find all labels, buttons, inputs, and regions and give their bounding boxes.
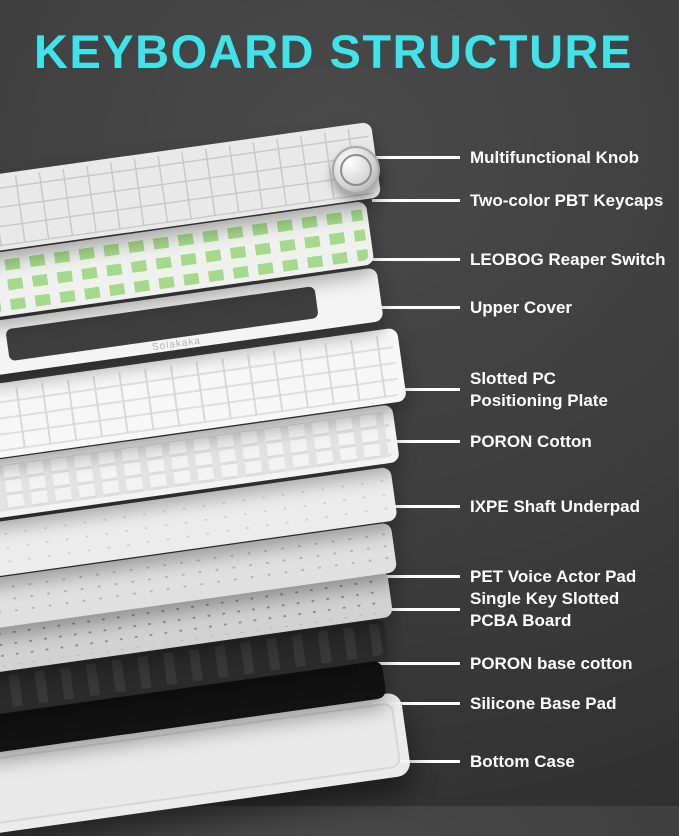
callout-label: PORON Cotton — [470, 432, 592, 451]
callout-poron-base: PORON base cotton — [372, 653, 672, 675]
callout-label: Upper Cover — [470, 298, 573, 317]
callout-label: Slotted PC Positioning Plate — [470, 369, 608, 410]
callout-positioning-plate: Slotted PC Positioning Plate — [372, 368, 672, 412]
leader-line — [372, 440, 460, 444]
callout-ixpe-underpad: IXPE Shaft Underpad — [372, 496, 672, 518]
callout-label: PET Voice Actor Pad — [470, 567, 637, 586]
callout-poron-cotton: PORON Cotton — [372, 431, 672, 453]
leader-line — [372, 258, 460, 262]
callout-upper-cover: Upper Cover — [372, 297, 672, 319]
callout-label: Multifunctional Knob — [470, 148, 640, 167]
leader-line — [372, 199, 460, 203]
leader-line — [372, 306, 460, 310]
leader-line — [372, 760, 460, 764]
callout-label: LEOBOG Reaper Switch — [470, 250, 666, 269]
callout-label: Silicone Base Pad — [470, 694, 617, 713]
knob-ring — [340, 154, 372, 186]
leader-line — [372, 388, 460, 392]
callout-label: Single Key Slotted PCBA Board — [470, 589, 620, 630]
leader-line — [372, 156, 460, 160]
callout-label: Bottom Case — [470, 752, 575, 771]
callout-label: Two-color PBT Keycaps — [470, 191, 664, 210]
callout-pcba-board: Single Key Slotted PCBA Board — [372, 588, 672, 632]
callout-multifunctional-knob: Multifunctional Knob — [372, 147, 672, 169]
leader-line — [372, 575, 460, 579]
callout-label: IXPE Shaft Underpad — [470, 497, 641, 516]
callout-label: PORON base cotton — [470, 654, 633, 673]
leader-line — [372, 608, 460, 612]
leader-line — [372, 662, 460, 666]
callout-reaper-switch: LEOBOG Reaper Switch — [372, 249, 672, 271]
callout-bottom-case: Bottom Case — [372, 751, 672, 773]
page-title: KEYBOARD STRUCTURE — [34, 25, 633, 78]
callout-pet-pad: PET Voice Actor Pad — [372, 566, 672, 588]
leader-line — [372, 505, 460, 509]
callout-pbt-keycaps: Two-color PBT Keycaps — [372, 190, 672, 212]
callout-silicone-pad: Silicone Base Pad — [372, 693, 672, 715]
leader-line — [372, 702, 460, 706]
multifunctional-knob — [332, 146, 380, 194]
